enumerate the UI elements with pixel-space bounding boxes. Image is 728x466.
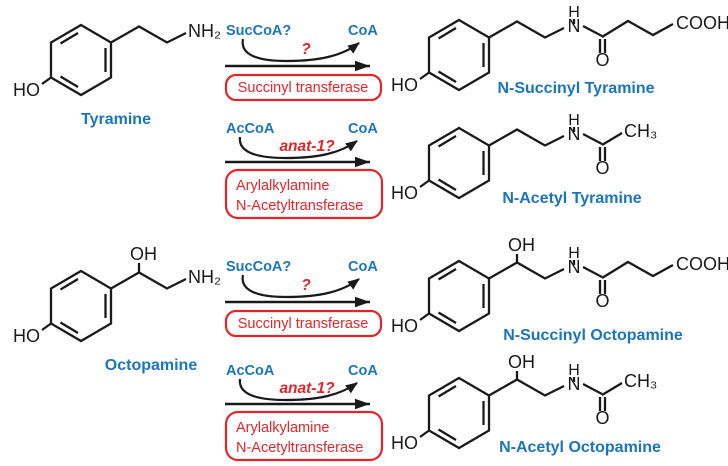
ho-label: HO (13, 326, 40, 346)
ho-bond (41, 322, 52, 331)
reaction-tyramine-acetylation: AcCoA CoA anat-1? Arylalkylamine N-Acety… (224, 121, 384, 220)
benzene-ring (427, 126, 491, 200)
ho-label: HO (391, 316, 418, 336)
molecule-name: N-Succinyl Octopamine (503, 327, 683, 344)
enzyme-query: ? (301, 277, 311, 294)
h-label: H (568, 112, 580, 129)
amide-bond (582, 24, 603, 38)
chain (488, 261, 565, 280)
enzyme-query: anat-1? (279, 138, 335, 155)
methyl-bond (601, 132, 623, 146)
reaction-tyramine-succinylation: SucCoA? CoA ? Succinyl transferase (224, 23, 383, 102)
carbonyl-double-bond (598, 397, 607, 411)
n-label: N (568, 124, 581, 144)
molecule-n-acetyl-tyramine: HO H N O CH₃ N-Acetyl Tyramine (391, 112, 657, 207)
cofactor-out-label: CoA (348, 23, 378, 39)
benzene-ring (49, 23, 113, 97)
n-label: N (568, 16, 581, 36)
cooh-label: COOH (676, 13, 728, 33)
amide-bond (582, 265, 603, 279)
molecule-tyramine: HO NH₂ Tyramine (13, 21, 220, 128)
molecule-n-succinyl-tyramine: HO H N O COOH N-Succinyl Tyramine (391, 4, 728, 97)
n-label: N (568, 374, 581, 394)
cofactor-out-label: CoA (348, 121, 378, 137)
n-label: N (568, 257, 581, 277)
chain (488, 20, 565, 39)
amide-bond (582, 382, 603, 396)
enzyme-query: anat-1? (279, 380, 335, 397)
cofactor-in-label: SucCoA? (226, 23, 291, 39)
o-label: O (595, 408, 609, 428)
enzyme-name-line2: N-Acetyltransferase (236, 198, 363, 214)
reaction-octopamine-acetylation: AcCoA CoA anat-1? Arylalkylamine N-Acety… (224, 363, 384, 462)
ho-label: HO (13, 80, 40, 100)
cofactor-curve-arrow (238, 378, 358, 402)
cofactor-out-label: CoA (348, 363, 378, 379)
molecule-n-succinyl-octopamine: HO OH H N O COOH N-Succinyl Octopamine (391, 237, 728, 344)
carbonyl-double-bond (598, 280, 607, 294)
ethylamine-chain (110, 25, 187, 44)
benzene-ring (49, 269, 113, 343)
cofactor-curve-arrow (238, 136, 358, 160)
enzyme-name-line1: Arylalkylamine (236, 420, 329, 436)
ho-label: HO (391, 75, 418, 95)
amide-bond (582, 132, 603, 146)
ho-bond (419, 71, 430, 80)
enzyme-box (224, 168, 384, 220)
enzyme-box (224, 410, 384, 462)
chain (488, 128, 565, 147)
carbonyl-double-bond (598, 39, 607, 53)
enzyme-name: Succinyl transferase (238, 80, 369, 96)
enzyme-box (224, 73, 383, 102)
cofactor-in-label: SucCoA? (226, 259, 291, 275)
succinyl-chain (601, 19, 674, 38)
cofactor-in-label: AcCoA (226, 363, 275, 379)
cofactor-in-label: AcCoA (226, 121, 275, 137)
enzyme-name-line2: N-Acetyltransferase (236, 440, 363, 456)
o-label: O (595, 291, 609, 311)
enzyme-name: Succinyl transferase (238, 316, 369, 332)
h-label: H (568, 245, 580, 262)
o-label: O (595, 50, 609, 70)
ch3-label: CH₃ (624, 121, 657, 141)
ho-bond (419, 179, 430, 188)
molecule-name: Octopamine (105, 357, 198, 374)
benzene-ring (427, 376, 491, 450)
cofactor-curve-arrow (241, 274, 360, 299)
chain (110, 271, 187, 290)
h-label: H (568, 362, 580, 379)
chain (488, 378, 565, 397)
cooh-label: COOH (676, 254, 728, 274)
nh2-label: NH₂ (188, 267, 221, 287)
molecule-name: Tyramine (81, 111, 151, 128)
reaction-octopamine-succinylation: SucCoA? CoA ? Succinyl transferase (224, 259, 383, 338)
oh-label: OH (508, 237, 535, 255)
ho-label: HO (391, 183, 418, 203)
ho-label: HO (391, 433, 418, 453)
cofactor-out-label: CoA (348, 259, 378, 275)
ho-bond (419, 429, 430, 438)
ho-bond (419, 312, 430, 321)
nh2-label: NH₂ (188, 21, 220, 41)
enzyme-box (224, 309, 383, 338)
molecule-name: N-Acetyl Octopamine (499, 439, 661, 456)
enzyme-query: ? (301, 41, 311, 58)
o-label: O (595, 158, 609, 178)
oh-label: OH (130, 244, 157, 264)
succinyl-chain (601, 260, 674, 279)
benzene-ring (427, 18, 491, 92)
ho-bond (41, 76, 52, 85)
molecule-name: N-Acetyl Tyramine (502, 190, 641, 207)
ch3-label: CH₃ (624, 371, 657, 391)
h-label: H (568, 4, 580, 21)
molecule-octopamine: HO OH NH₂ Octopamine (13, 244, 221, 374)
benzene-ring (427, 259, 491, 333)
molecule-name: N-Succinyl Tyramine (497, 80, 654, 97)
oh-label: OH (508, 352, 535, 372)
cofactor-curve-arrow (241, 38, 360, 63)
enzyme-name-line1: Arylalkylamine (236, 178, 329, 194)
molecule-n-acetyl-octopamine: HO OH H N O CH₃ N-Acetyl Octopamine (391, 352, 661, 456)
methyl-bond (601, 382, 623, 396)
carbonyl-double-bond (598, 147, 607, 161)
